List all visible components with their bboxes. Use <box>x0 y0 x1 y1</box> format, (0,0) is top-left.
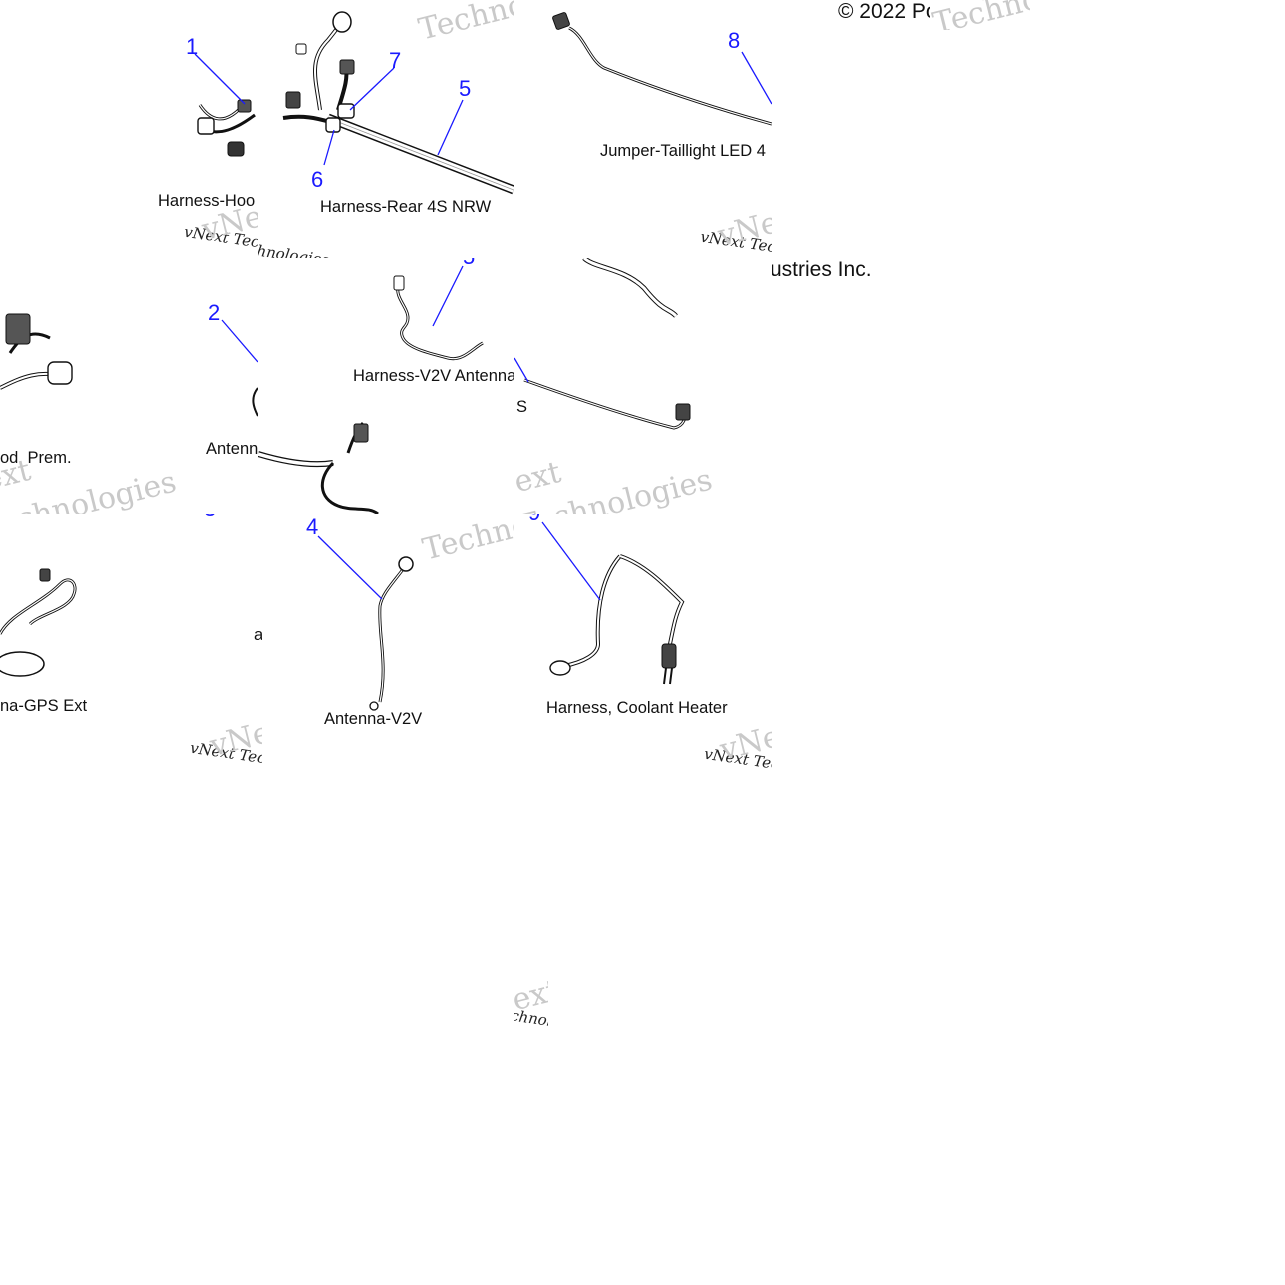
callout-5b: 5 <box>463 258 475 270</box>
copyright-tail-text: ustries Inc. <box>770 258 872 281</box>
watermark-big: ext <box>514 980 548 1019</box>
callout-1-leader <box>194 53 246 105</box>
tile-harness-v2v-antenna: 5 Harness-V2V Antenna <box>258 258 514 514</box>
jumper-taillight-drawing <box>552 12 772 126</box>
antenna-gps-drawing <box>0 568 77 677</box>
harness-v2v-drawing <box>258 265 484 514</box>
label-coolant-heater: Harness, Coolant Heater <box>546 699 728 717</box>
label-harness-hood: Harness-Hoo <box>158 192 256 210</box>
watermark-small: chnologies <box>514 1006 548 1030</box>
callout-1: 1 <box>186 34 199 59</box>
callout-3: 3 <box>204 514 216 522</box>
coolant-heater-drawing <box>541 521 685 685</box>
tile-antenna-gps: 3 na-GPS Ext a vNext Tec vNe 9 <box>0 514 262 772</box>
label-harness-v2v-antenna: Harness-V2V Antenna <box>353 367 514 385</box>
hood-harness-drawing <box>197 99 256 157</box>
tile-watermark-corner: Techno <box>930 0 1030 30</box>
antenna-v2v-drawing <box>317 535 414 711</box>
callout-2: 2 <box>208 300 221 325</box>
callout-5: 5 <box>459 76 472 101</box>
harness-center-right-drawing <box>514 258 691 430</box>
tile-hood-prem: 2 od, Prem. Antenn ext Technologies <box>0 258 258 514</box>
tile-harness-center-right: S ext Technologies <box>514 258 772 514</box>
tile-hood-harness-top: 1 Harness-Hoo vNext Tec vNe <box>150 0 258 258</box>
label-gps-ext: na-GPS Ext <box>0 697 88 715</box>
label-fragment-s: S <box>516 398 528 416</box>
callout-4: 4 <box>306 514 319 539</box>
label-hood-prem: od, Prem. <box>0 449 72 467</box>
label-jumper-taillight: Jumper-Taillight LED 4 <box>600 142 766 160</box>
tile-coolant-heater: 9 Harness, Coolant Heater vNext Tec vNe <box>514 514 772 772</box>
tile-harness-rear: 7 5 6 Harness-Rear 4S NRW Techno chnolog… <box>258 0 514 258</box>
label-antenna-v2v: Antenna-V2V <box>324 710 423 728</box>
harness-rear-leaders <box>323 67 464 166</box>
callout-9b: 9 <box>528 514 540 526</box>
tile-lower-fragment: ext chnologies <box>514 980 548 1030</box>
tile-jumper-taillight: 8 Jumper-Taillight LED 4 vNext Technolog… <box>514 0 772 258</box>
label-antenna-fragment: Antenn <box>206 440 258 458</box>
label-harness-rear: Harness-Rear 4S NRW <box>320 198 492 216</box>
callout-8: 8 <box>728 28 741 53</box>
label-fragment-a: a <box>254 626 262 644</box>
hood-prem-drawing <box>0 313 258 417</box>
watermark-big: Techno <box>930 0 1030 30</box>
tile-antenna-v2v: 4 Antenna-V2V Techno <box>262 514 514 764</box>
callout-6: 6 <box>311 167 324 192</box>
harness-rear-drawing <box>282 11 514 195</box>
callout-7: 7 <box>389 48 402 73</box>
